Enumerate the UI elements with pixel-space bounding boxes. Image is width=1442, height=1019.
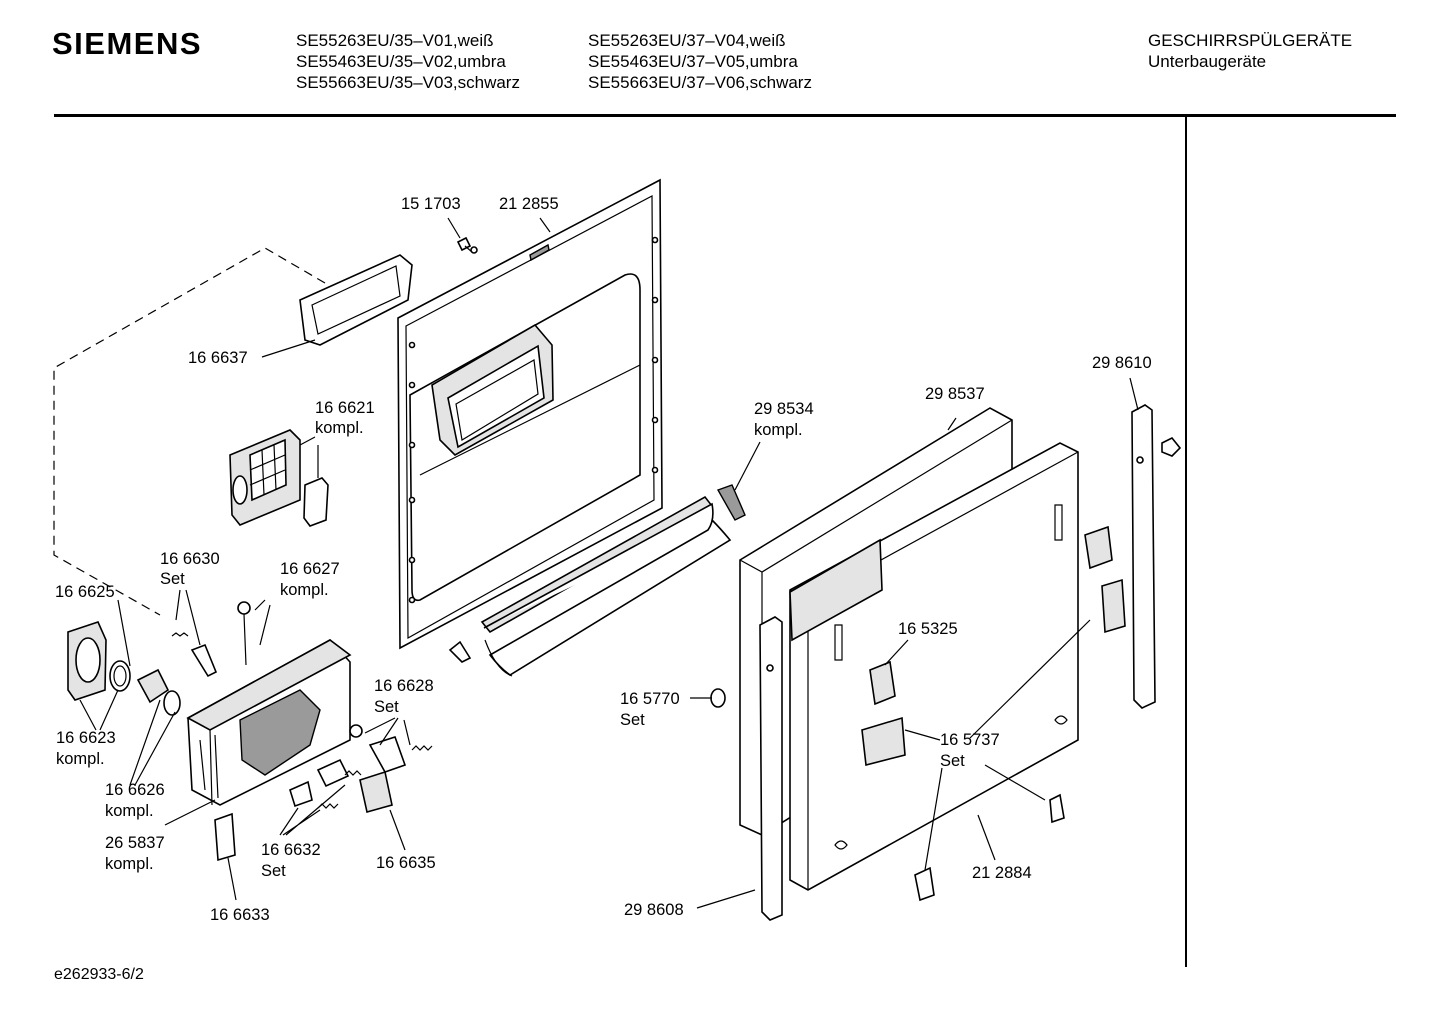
label-298534-sub: kompl. (754, 421, 803, 439)
model-list-1: SE55263EU/35–V01,weiß SE55463EU/35–V02,u… (296, 30, 520, 93)
knob-parts (67, 621, 181, 716)
model-line: SE55263EU/35–V01,weiß (296, 31, 494, 50)
assembly-dashed-line (53, 247, 326, 616)
label-165325: 16 5325 (898, 620, 958, 638)
category-title: GESCHIRRSPÜLGERÄTE (1148, 31, 1353, 50)
model-line: SE55463EU/37–V05,umbra (588, 52, 798, 71)
label-166628: 16 6628 (374, 677, 434, 695)
model-list-2: SE55263EU/37–V04,weiß SE55463EU/37–V05,u… (588, 30, 812, 93)
inner-door-panel-part (397, 178, 663, 650)
side-profile-left-part (759, 616, 783, 921)
category-subtitle: Unterbaugeräte (1148, 52, 1267, 71)
label-166633: 16 6633 (210, 906, 270, 924)
label-165737-sub: Set (940, 752, 965, 770)
label-165737: 16 5737 (940, 731, 1000, 749)
control-housing-part (186, 638, 352, 806)
label-298537: 29 8537 (925, 385, 985, 403)
label-265837: 26 5837 (105, 834, 165, 852)
label-166621: 16 6621 (315, 399, 375, 417)
label-166621-sub: kompl. (315, 419, 364, 437)
label-166632-sub: Set (261, 862, 286, 880)
seal-frame-part (299, 254, 413, 346)
document-id: e262933-6/2 (54, 966, 144, 983)
screw-part (456, 236, 478, 254)
label-166626: 16 6626 (105, 781, 165, 799)
label-165770: 16 5770 (620, 690, 680, 708)
model-line: SE55663EU/35–V03,schwarz (296, 73, 520, 92)
small-parts (171, 601, 433, 862)
side-profile-right-part (1131, 404, 1182, 709)
part-labels: 15 1703 21 2855 16 6637 16 6621 kompl. 2… (55, 195, 1152, 924)
label-165770-sub: Set (620, 711, 645, 729)
label-151703: 15 1703 (401, 195, 461, 213)
label-298534: 29 8534 (754, 400, 814, 418)
leader-lines (79, 217, 1139, 909)
model-line: SE55263EU/37–V04,weiß (588, 31, 786, 50)
brackets-parts (710, 525, 1126, 902)
label-166623: 16 6623 (56, 729, 116, 747)
category-block: GESCHIRRSPÜLGERÄTE Unterbaugeräte (1148, 30, 1352, 72)
header-divider (54, 114, 1396, 117)
label-166626-sub: kompl. (105, 802, 154, 820)
label-166627-sub: kompl. (280, 581, 329, 599)
label-166630: 16 6630 (160, 550, 220, 568)
label-166637: 16 6637 (188, 349, 248, 367)
label-166627: 16 6627 (280, 560, 340, 578)
label-212884: 21 2884 (972, 864, 1032, 882)
brand-logo: SIEMENS (52, 26, 203, 61)
hinge-profile-part (448, 484, 746, 677)
decor-frame-part (789, 442, 1079, 891)
label-166632: 16 6632 (261, 841, 321, 859)
model-line: SE55663EU/37–V06,schwarz (588, 73, 812, 92)
label-166635: 16 6635 (376, 854, 436, 872)
label-212855: 21 2855 (499, 195, 559, 213)
dispenser-part (229, 429, 329, 527)
label-166623-sub: kompl. (56, 750, 105, 768)
label-298610: 29 8610 (1092, 354, 1152, 372)
model-line: SE55463EU/35–V02,umbra (296, 52, 506, 71)
label-265837-sub: kompl. (105, 855, 154, 873)
label-298608: 29 8608 (624, 901, 684, 919)
label-166628-sub: Set (374, 698, 399, 716)
label-166630-sub: Set (160, 570, 185, 588)
sidebar-divider (1185, 117, 1187, 967)
label-166625: 16 6625 (55, 583, 115, 601)
